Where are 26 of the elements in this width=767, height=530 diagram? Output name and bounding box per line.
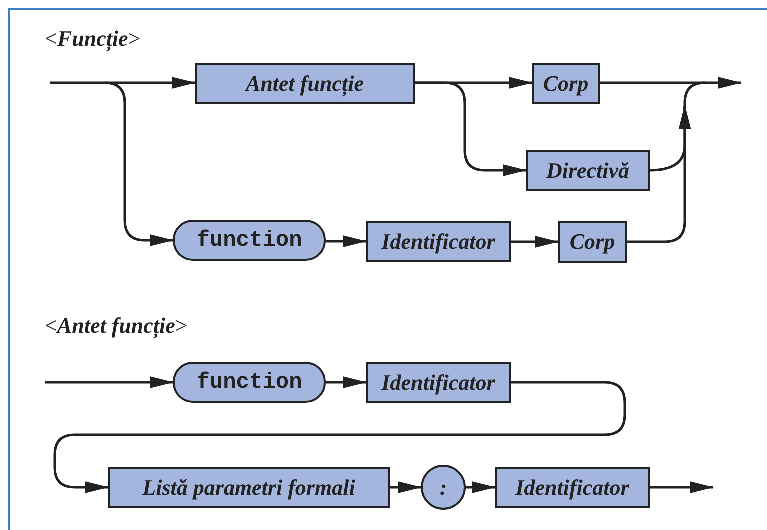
diagram-heading: <Funcție>: [45, 26, 141, 52]
arrow: [650, 482, 714, 494]
arrow: [326, 236, 367, 248]
arrow: [511, 236, 559, 248]
syntax-box: Corp: [532, 63, 600, 104]
arrow: [390, 482, 422, 494]
syntax-box: Identificator: [366, 221, 511, 262]
keyword-pill: function: [173, 362, 326, 403]
syntax-box: Antet funcție: [195, 63, 415, 104]
syntax-box: Listă parametri formali: [108, 467, 390, 508]
arrow: [104, 82, 174, 246]
arrow: [627, 105, 691, 244]
diagram-heading: <Antet funcție>: [45, 313, 188, 339]
syntax-box: Directivă: [526, 150, 650, 191]
arrow: [415, 82, 527, 176]
syntax-box: Identificator: [495, 467, 650, 508]
symbol-circle: :: [421, 465, 466, 510]
arrow: [54, 381, 626, 494]
keyword-pill: function: [173, 220, 326, 261]
arrow: [326, 376, 367, 388]
arrow: [466, 482, 496, 494]
arrow: [45, 376, 174, 388]
syntax-box: Corp: [558, 221, 627, 263]
syntax-box: Identificator: [366, 362, 511, 403]
arrow: [600, 77, 742, 89]
arrow: [50, 77, 196, 89]
